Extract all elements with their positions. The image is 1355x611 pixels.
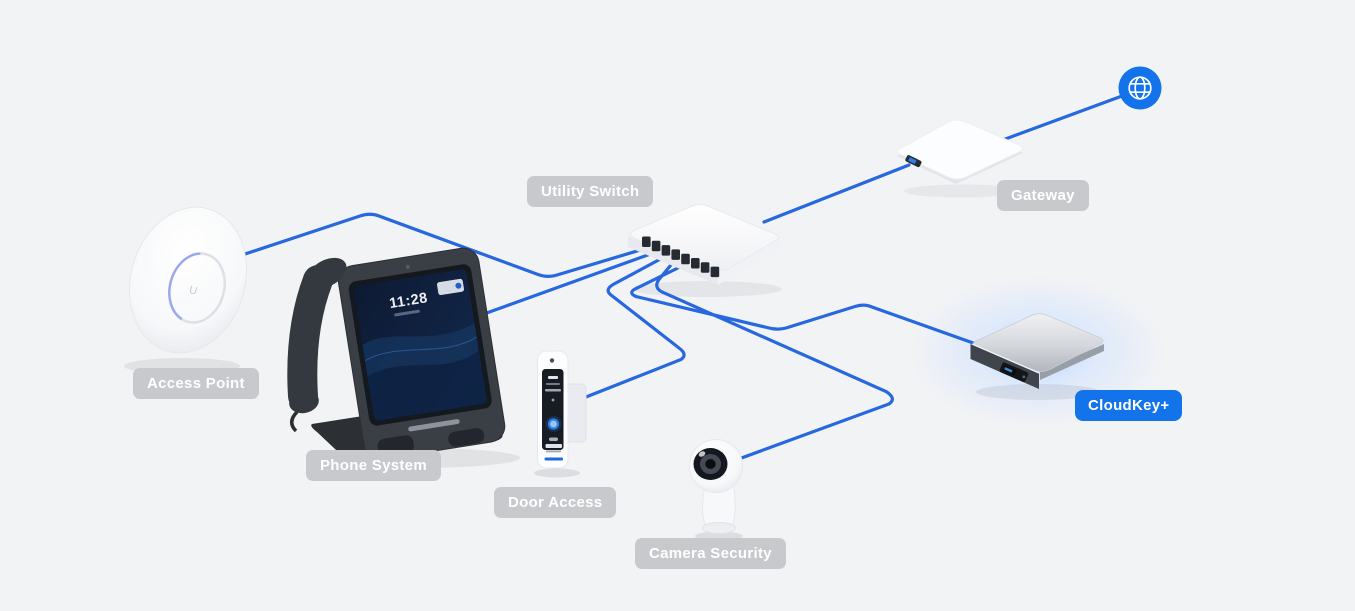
phone-speaker-grille [448,428,485,447]
access-point-device: U [129,206,247,354]
label-door-access: Door Access [494,487,617,518]
cable-internet-gateway [998,94,1124,143]
phone-screen-badge [437,278,465,296]
cloudkey-display [999,362,1029,382]
cable-gateway-switch [762,163,911,224]
utility-switch-device [628,204,781,285]
label-camera-security: Camera Security [635,538,786,569]
phone-body: 11:28 [337,247,506,460]
internet-node [1118,66,1162,110]
phone-clock: 11:28 [388,290,429,312]
cloudkey-device [970,313,1104,389]
cable-switch-door [584,254,686,399]
ap-logo: U [188,284,199,298]
door-access-device [537,350,587,469]
label-phone-system: Phone System [306,450,441,481]
label-utility-switch: Utility Switch [527,176,654,207]
phone-system-device: 11:28 [287,247,506,460]
door-status-strip [544,457,563,461]
door-camera-dot [549,358,555,363]
gateway-device [897,119,1023,184]
phone-cord [290,410,299,433]
label-access-point: Access Point [133,368,259,399]
cable-switch-cloudkey [630,262,978,346]
cloudkey-badge[interactable]: CloudKey+ [1075,390,1183,421]
gateway-port [905,155,922,168]
camera-security-device [689,439,743,534]
cable-switch-camera [655,258,894,462]
cable-switch-access-point [234,212,649,278]
cable-switch-phone [468,250,658,321]
cables [234,94,1124,462]
globe-icon [1128,76,1152,100]
ap-accent-ring [168,252,226,324]
switch-ports [642,236,720,278]
label-gateway: Gateway [997,180,1089,211]
phone-handset [287,257,347,433]
